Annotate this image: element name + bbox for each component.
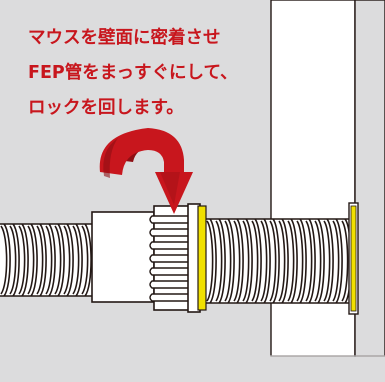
curved-rotate-down-arrow-icon [99, 128, 193, 214]
lock-yellow-collar [197, 205, 207, 311]
caption-line-3: ロックを回します。 [28, 98, 184, 118]
mouth-yellow-band [350, 205, 357, 312]
wall-right [354, 0, 385, 357]
caption-line-2: FEP管をまっすぐにして、 [28, 62, 238, 83]
wall-pipe-section [206, 218, 356, 304]
caption: マウスを壁面に密着させ FEP管をまっすぐにして、 ロックを回します。 [28, 27, 238, 118]
left-corrugated-pipe [0, 223, 92, 297]
wall-mouth-fitting [348, 202, 359, 315]
lock-ring [149, 203, 207, 313]
caption-line-1: マウスを壁面に密着させ [28, 27, 221, 48]
connector-body [91, 211, 155, 303]
